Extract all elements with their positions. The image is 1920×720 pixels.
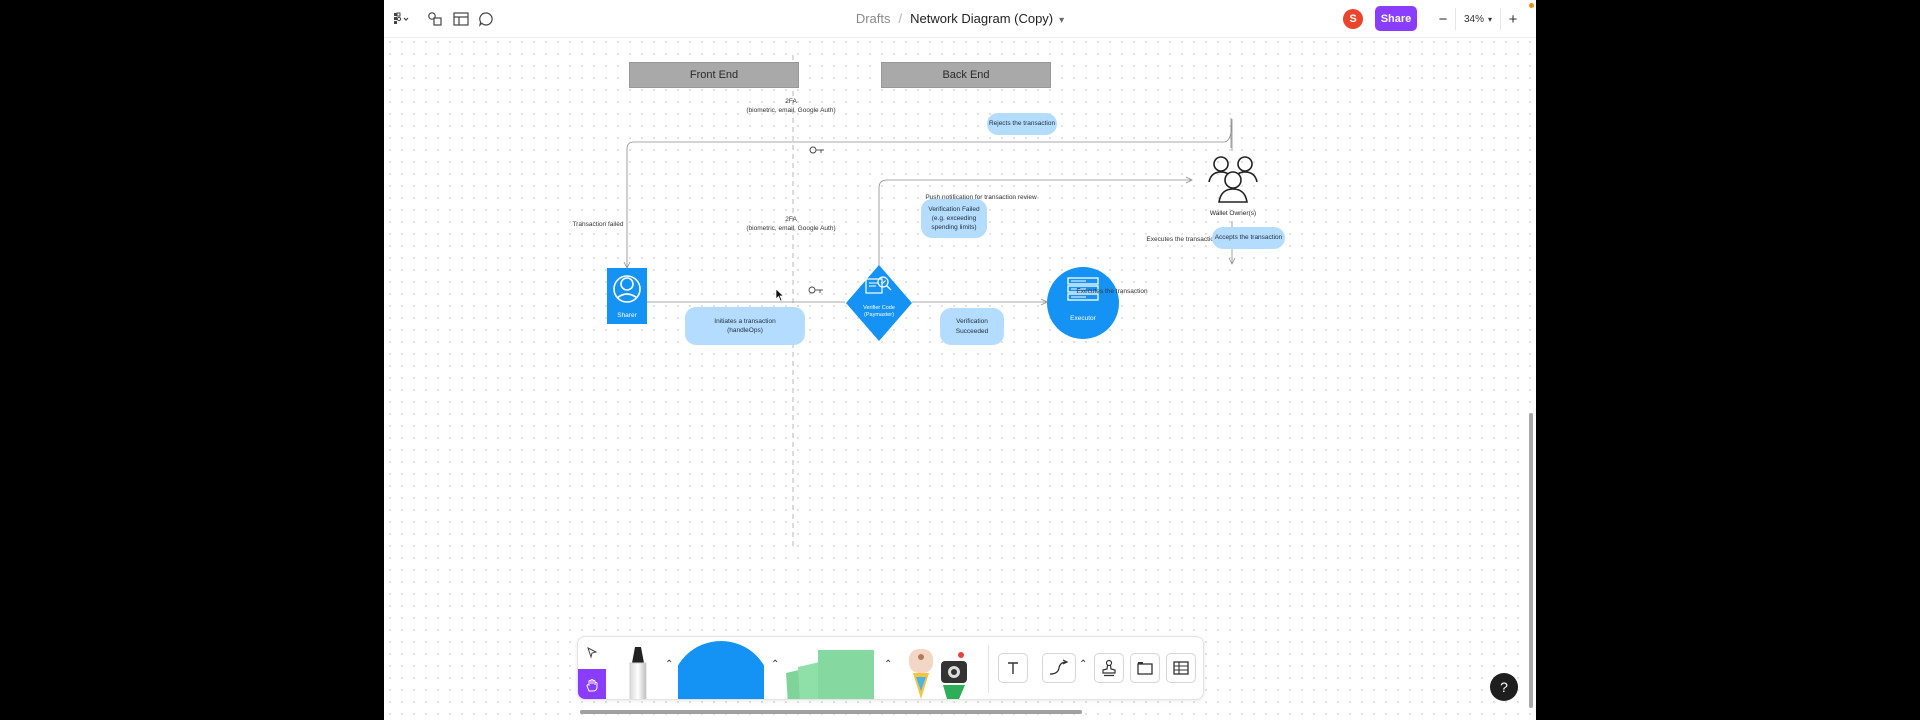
table-icon	[1173, 661, 1189, 675]
table-tool-button[interactable]	[1166, 653, 1196, 683]
user-icon	[613, 275, 641, 303]
sticky-initiates[interactable]: Initiates a transaction (handleOps)	[685, 307, 805, 345]
sharer-label: Sharer	[617, 312, 637, 319]
sticky-initiates-line1: Initiates a transaction	[714, 317, 776, 325]
sticky-initiates-line2: (handleOps)	[727, 327, 763, 334]
sticky-verification-succeeded[interactable]: Verification Succeeded	[940, 308, 1004, 345]
twofa-mid-line2: (biometric, email, Google Auth)	[746, 224, 836, 232]
sticky-note-tool-button[interactable]	[778, 645, 878, 699]
chevron-up-icon[interactable]: ⌃	[771, 659, 780, 670]
stickers-icon	[909, 649, 967, 699]
executes-label-lower[interactable]: Executes the transaction	[1076, 288, 1148, 295]
users-icon	[1208, 156, 1258, 203]
executor-label: Executor	[1070, 315, 1096, 322]
top-toolbar: Drafts / Network Diagram (Copy) ▾ S Share −…	[384, 0, 1536, 38]
lane-header-front-end[interactable]: Front End	[629, 62, 799, 88]
sharer-node[interactable]: Sharer	[607, 268, 647, 324]
stamp-icon	[1102, 659, 1116, 677]
twofa-label-top[interactable]: 2FA (biometric, email, Google Auth)	[746, 98, 836, 116]
chevron-up-icon[interactable]: ⌃	[665, 659, 674, 670]
sticky-accepts[interactable]: Accepts the transaction	[1212, 227, 1285, 249]
lane-header-back-end[interactable]: Back End	[881, 62, 1051, 88]
verifier-label-line2: (Paymaster)	[864, 312, 894, 319]
whiteboard-canvas[interactable]: Front End Back End Sharer	[384, 38, 1536, 720]
section-tool-button[interactable]	[1130, 653, 1160, 683]
sticky-notes-icon	[786, 650, 874, 699]
verifier-label: Verifier Code (Paymaster)	[854, 305, 904, 320]
select-tool-button[interactable]	[578, 637, 606, 669]
connector-tool-button[interactable]	[1042, 653, 1076, 683]
sticky-succeeded-line1: Verification	[956, 318, 988, 326]
transaction-failed-label[interactable]: Transaction failed	[572, 221, 624, 228]
circle-shape-icon	[678, 641, 764, 699]
hand-icon	[586, 679, 598, 692]
connector-lines	[623, 55, 1236, 550]
verifier-label-line1: Verifier Code	[863, 305, 895, 311]
wallet-owners-label: Wallet Owner(s)	[1209, 210, 1257, 217]
figjam-window: Drafts / Network Diagram (Copy) ▾ S Share −…	[384, 0, 1536, 720]
breadcrumb-separator: /	[898, 11, 903, 26]
sticky-verification-failed-line1: Verification Failed	[928, 205, 980, 213]
breadcrumb: Drafts / Network Diagram (Copy) ▾	[384, 11, 1536, 26]
twofa-label-mid[interactable]: 2FA (biometric, email, Google Auth)	[746, 216, 836, 234]
diamond-shape	[846, 265, 912, 341]
chevron-up-icon[interactable]: ⌃	[1079, 659, 1088, 670]
tray-divider	[988, 645, 989, 693]
push-notification-label[interactable]: Push notification for transaction review	[925, 194, 1037, 201]
help-button[interactable]: ?	[1490, 673, 1518, 701]
notification-dot	[1529, 3, 1534, 8]
twofa-top-line1: 2FA	[785, 98, 797, 105]
marker-pen-icon	[629, 647, 647, 699]
twofa-top-line2: (biometric, email, Google Auth)	[746, 106, 836, 114]
executor-node[interactable]: Executor	[1047, 267, 1119, 339]
templates-icon[interactable]	[450, 9, 472, 29]
zoom-level-dropdown[interactable]: 34% ▾	[1455, 8, 1501, 30]
chevron-down-icon[interactable]: ▾	[1059, 15, 1065, 26]
avatar[interactable]: S	[1343, 9, 1363, 29]
stamp-tool-button[interactable]	[1094, 653, 1124, 683]
chevron-down-icon: ▾	[1488, 14, 1493, 24]
shapes-resources-icon[interactable]	[424, 9, 446, 29]
hand-tool-button[interactable]	[578, 669, 606, 699]
sticky-verification-failed-line2: (e.g. exceeding	[931, 214, 977, 222]
text-icon	[1008, 662, 1018, 674]
sticky-rejects[interactable]: Rejects the transaction	[987, 113, 1057, 135]
key-icon	[809, 146, 824, 154]
share-button[interactable]: Share	[1375, 6, 1417, 31]
bottom-tool-tray: ⌃ ⌃ ⌃	[577, 636, 1204, 700]
sticky-succeeded-line2: Succeeded	[955, 327, 989, 335]
pointer-arrow-icon	[587, 647, 598, 659]
horizontal-scrollbar[interactable]	[580, 710, 1082, 714]
zoom-in-button[interactable]: +	[1508, 10, 1518, 28]
breadcrumb-drafts[interactable]: Drafts	[855, 11, 891, 26]
wallet-owners-node[interactable]: Wallet Owner(s)	[1204, 150, 1262, 226]
twofa-mid-line1: 2FA	[785, 216, 797, 223]
mouse-cursor-icon	[775, 288, 785, 302]
sticky-verification-failed[interactable]: Verification Failed (e.g. exceeding spen…	[921, 199, 987, 238]
file-name[interactable]: Network Diagram (Copy)	[910, 11, 1054, 26]
zoom-out-button[interactable]: −	[1438, 10, 1448, 28]
vertical-scrollbar[interactable]	[1529, 413, 1533, 708]
zoom-level-value: 34%	[1463, 13, 1484, 25]
text-tool-button[interactable]	[998, 653, 1028, 683]
sticky-verification-failed-line3: spending limits)	[931, 224, 977, 232]
server-icon	[1067, 277, 1099, 301]
stickers-tool-button[interactable]	[903, 643, 973, 699]
connector-icon	[1049, 659, 1069, 675]
chevron-up-icon[interactable]: ⌃	[884, 659, 893, 670]
comment-icon[interactable]	[475, 9, 497, 29]
executes-label-upper[interactable]: Executes the transaction	[1146, 236, 1218, 243]
verifier-node[interactable]: Verifier Code (Paymaster)	[844, 263, 914, 343]
marker-tool-button[interactable]	[618, 641, 658, 699]
figjam-menu-icon[interactable]	[390, 9, 412, 29]
document-search-icon	[865, 276, 892, 294]
key-icon	[808, 286, 823, 294]
section-icon	[1137, 662, 1153, 675]
shape-tool-button[interactable]	[678, 639, 764, 699]
